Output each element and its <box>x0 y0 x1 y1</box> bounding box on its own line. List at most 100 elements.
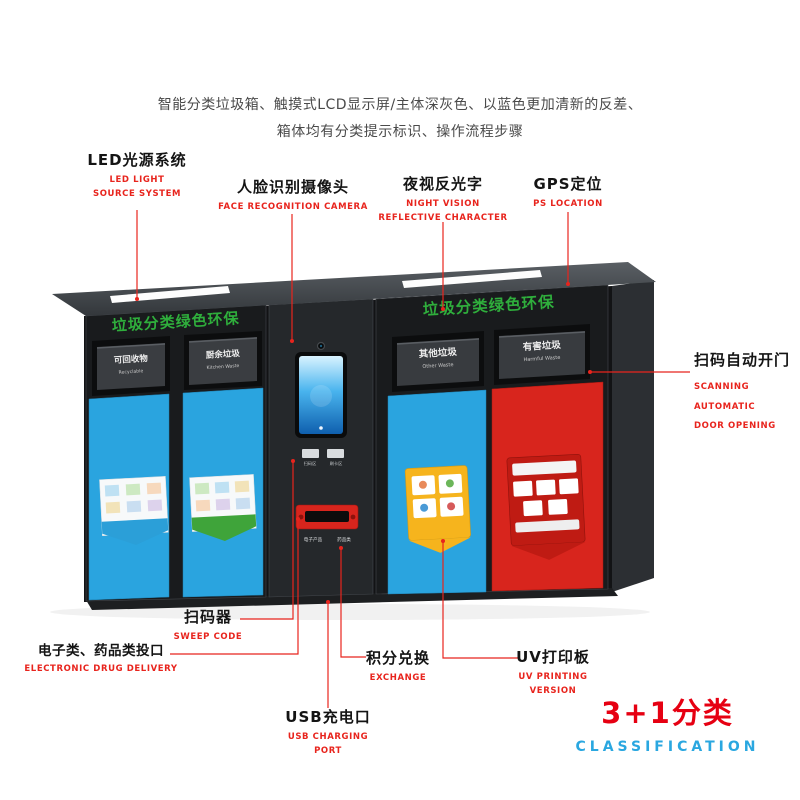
poster-strip <box>515 519 580 533</box>
slot-label-right: 药品类 <box>337 536 351 543</box>
leader-dot <box>588 370 592 374</box>
callout-led-light: LED光源系统 LED LIGHT SOURCE SYSTEM <box>57 149 217 202</box>
callout-sweep-code: 扫码器 SWEEP CODE <box>158 606 258 644</box>
poster-kitchen <box>189 474 257 541</box>
callout-night-vision: 夜视反光字 NIGHT VISION REFLECTIVE CHARACTER <box>363 173 523 226</box>
lcd-screen[interactable] <box>299 356 343 434</box>
poster-banner <box>101 518 169 545</box>
drop-slot-screw <box>350 514 356 520</box>
poster-banner <box>191 514 257 541</box>
poster-other <box>404 465 471 553</box>
callout-usb-en: USB CHARGING PORT <box>287 732 369 757</box>
poster-harmful <box>506 453 586 560</box>
poster-icon <box>194 482 210 495</box>
drop-slot-opening[interactable] <box>305 511 349 522</box>
inlet-harmful-flap[interactable] <box>499 331 585 379</box>
inlet-kitchen-label-en: Kitchen Waste <box>206 363 239 371</box>
callout-uv-print: UV打印板 UV PRINTING VERSION <box>503 646 603 699</box>
callout-sweep-cn: 扫码器 <box>183 608 232 626</box>
description-block: 智能分类垃圾箱、触摸式LCD显示屏/主体深灰色、以蓝色更加清新的反差、 箱体均有… <box>0 92 800 145</box>
slot-label-left: 电子产品 <box>304 536 323 543</box>
leader-sweep <box>240 461 294 620</box>
poster-chip <box>536 479 556 496</box>
inlet-harmful-edge <box>498 331 586 338</box>
poster-icon <box>235 497 251 510</box>
callout-led-en: LED LIGHT SOURCE SYSTEM <box>92 175 182 200</box>
leader-dots <box>135 282 592 604</box>
callout-usb: USB充电口 USB CHARGING PORT <box>278 706 378 759</box>
classification-title: 3+1分类 <box>601 696 734 730</box>
callout-scan-door-en: SCANNING AUTOMATIC DOOR OPENING <box>694 382 776 432</box>
inlet-recyclable-label-cn: 可回收物 <box>114 353 149 366</box>
leader-dot <box>566 282 570 286</box>
callout-face-cn: 人脸识别摄像头 <box>236 178 349 196</box>
poster-icon <box>126 500 142 513</box>
callout-face-en: FACE RECOGNITION CAMERA <box>218 202 368 212</box>
callout-exchange-cn: 积分兑换 <box>365 649 430 667</box>
callout-uv-cn: UV打印板 <box>516 648 590 666</box>
callout-night-en: NIGHT VISION REFLECTIVE CHARACTER <box>378 199 508 224</box>
inlet-other-label-en: Other Waste <box>422 362 453 370</box>
callout-gps-en: PS LOCATION <box>533 199 603 209</box>
leader-exchange <box>340 548 366 658</box>
card-window[interactable] <box>327 449 344 458</box>
callout-night-cn: 夜视反光字 <box>402 175 483 193</box>
poster-chip <box>523 500 543 517</box>
poster-chip <box>548 498 568 515</box>
leader-dot <box>135 297 139 301</box>
callout-exchange: 积分兑换 EXCHANGE <box>348 647 448 685</box>
inlet-harmful-label-en: Harmful Waste <box>523 355 560 363</box>
inlet-kitchen-flap[interactable] <box>189 337 257 385</box>
callout-scan-door: 扫码自动开门 SCANNING AUTOMATIC DOOR OPENING <box>694 349 798 437</box>
leader-electronic <box>170 519 299 655</box>
inlet-kitchen-label-cn: 厨余垃圾 <box>206 348 241 361</box>
inlet-kitchen-edge <box>188 337 258 343</box>
poster-dot <box>418 480 427 489</box>
poster-chip <box>559 478 579 495</box>
leader-uv <box>442 541 520 659</box>
callout-gps: GPS定位 PS LOCATION <box>493 173 643 211</box>
poster-recyclable <box>99 476 169 545</box>
classification-subtitle: CLASSIFICATION <box>575 739 760 755</box>
callout-electronic-drug: 电子类、药品类投口 ELECTRONIC DRUG DELIVERY <box>16 639 186 676</box>
callout-led-cn: LED光源系统 <box>87 151 187 169</box>
card-window-label: 刷卡区 <box>330 460 343 467</box>
face-camera-lens <box>319 344 323 348</box>
callout-electronic-cn: 电子类、药品类投口 <box>38 643 164 659</box>
poster-icon <box>125 483 141 496</box>
poster-dot <box>420 503 429 512</box>
poster-point <box>511 542 586 560</box>
ground-shadow <box>50 604 650 620</box>
callout-sweep-en: SWEEP CODE <box>173 632 243 642</box>
poster-dot <box>447 502 456 511</box>
callout-uv-en: UV PRINTING VERSION <box>518 672 588 697</box>
cabinet-right-side <box>612 280 654 592</box>
poster-icon <box>104 484 120 497</box>
description-line2: 箱体均有分类提示标识、操作流程步骤 <box>276 123 524 140</box>
leader-lines <box>136 210 690 708</box>
poster-icon <box>214 481 230 494</box>
callout-electronic-en: ELECTRONIC DRUG DELIVERY <box>24 664 178 674</box>
description-line1: 智能分类垃圾箱、触摸式LCD显示屏/主体深灰色、以蓝色更加清新的反差、 <box>157 97 643 113</box>
inlet-other-flap[interactable] <box>397 338 479 386</box>
callout-usb-cn: USB充电口 <box>285 708 371 726</box>
inlet-other-edge <box>396 338 480 345</box>
leader-dot <box>326 600 330 604</box>
inlet-harmful-label-cn: 有害垃圾 <box>522 339 561 353</box>
callout-face-recognition: 人脸识别摄像头 FACE RECOGNITION CAMERA <box>213 176 373 214</box>
lcd-home-dot <box>319 426 323 430</box>
leader-dot <box>441 539 445 543</box>
scan-window[interactable] <box>302 449 319 458</box>
poster-point <box>408 537 471 553</box>
poster-icon <box>234 480 250 493</box>
leader-dot <box>441 307 445 311</box>
callout-scan-door-cn: 扫码自动开门 <box>694 351 791 369</box>
leader-dot <box>290 339 294 343</box>
poster-icon <box>105 501 121 514</box>
inlet-recyclable-flap[interactable] <box>97 343 165 390</box>
poster-icon <box>195 499 211 512</box>
leader-dot <box>291 459 295 463</box>
inlet-recyclable-label-en: Recyclable <box>118 368 143 376</box>
